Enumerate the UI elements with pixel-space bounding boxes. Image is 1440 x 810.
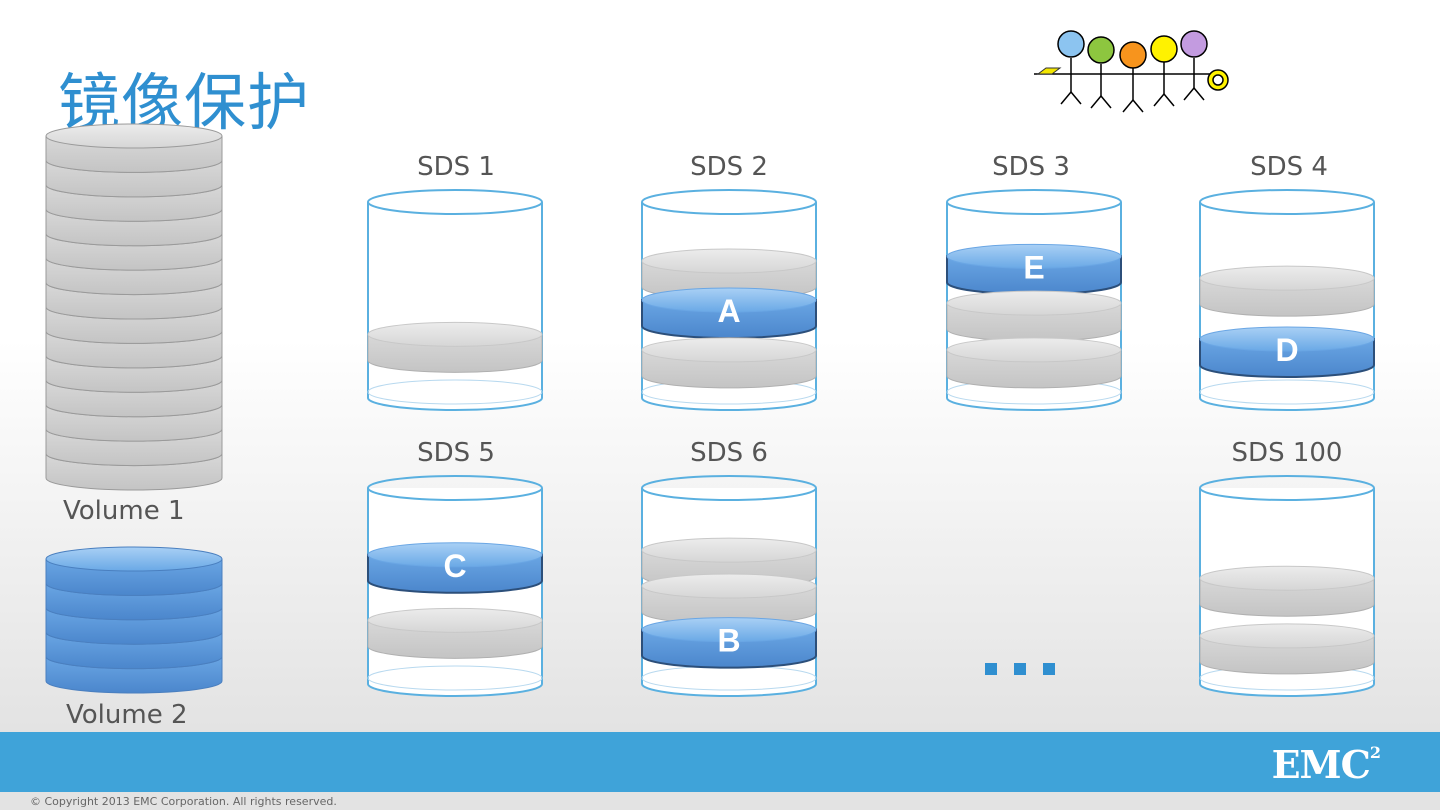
chunk-letter: D [1275,332,1298,368]
volume-2-stack [40,545,228,697]
volume-1-label: Volume 1 [63,496,185,526]
sds-6-cylinder: B [636,472,826,702]
volume-layer [46,124,222,172]
data-chunk [368,608,542,658]
data-chunk-e: E [947,244,1121,294]
volume-2-label: Volume 2 [66,700,188,730]
chunk-letter: E [1023,249,1044,285]
data-chunk [947,291,1121,341]
emc-logo: EMC2 [1272,742,1380,787]
volume-layer [46,547,222,595]
data-chunk [1200,624,1374,674]
data-chunk [1200,566,1374,616]
sds-5-cylinder: C [362,472,552,702]
sds-2-label: SDS 2 [690,152,768,182]
more-servers-ellipsis [985,660,1072,679]
sds-5-label: SDS 5 [417,438,495,468]
sds-3-cylinder: E [941,186,1131,416]
sds-6-label: SDS 6 [690,438,768,468]
ellipsis-dot [1014,663,1026,675]
sds-3-label: SDS 3 [992,152,1070,182]
data-chunk [368,322,542,372]
sds-1-label: SDS 1 [417,152,495,182]
copyright-text: © Copyright 2013 EMC Corporation. All ri… [30,795,337,808]
cylinder-body [368,202,542,410]
data-chunk-b: B [642,618,816,668]
data-chunk [1200,266,1374,316]
data-chunk-a: A [642,288,816,338]
sds-4-cylinder: D [1194,186,1384,416]
sds-100-label: SDS 100 [1232,438,1343,468]
chunk-letter: A [717,293,740,329]
ellipsis-dot [1043,663,1055,675]
team-people-icon [1024,28,1239,118]
sds-4-label: SDS 4 [1250,152,1328,182]
chunk-letter: B [717,623,740,659]
sds-1-cylinder [362,186,552,416]
data-chunk-d: D [1200,327,1374,377]
data-chunk [642,338,816,388]
data-chunk [947,338,1121,388]
chunk-letter: C [443,548,466,584]
data-chunk [642,574,816,624]
sds-100-cylinder [1194,472,1384,702]
volume-1-stack [40,122,228,494]
ellipsis-dot [985,663,997,675]
footer-bar [0,732,1440,792]
data-chunk-c: C [368,543,542,593]
sds-2-cylinder: A [636,186,826,416]
